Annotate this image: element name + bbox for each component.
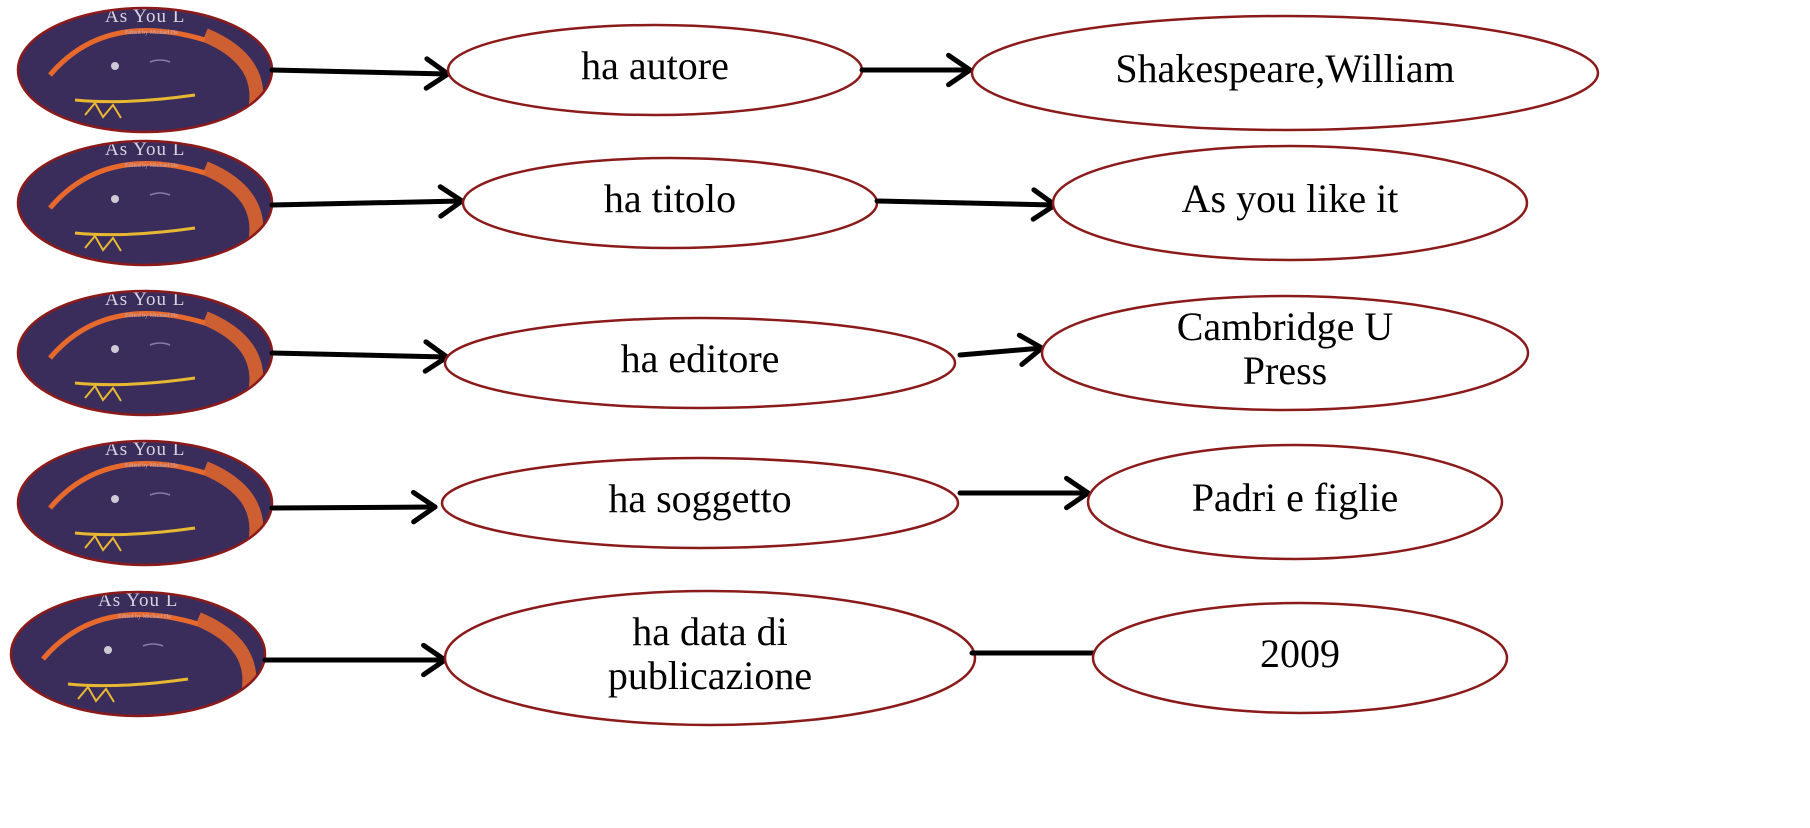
book-cover-image: As You L Edited by Michael Ha xyxy=(16,139,274,267)
cover-subtitle: Edited by Michael Ha xyxy=(125,463,178,469)
predicate-to-object-arrow xyxy=(957,332,1045,367)
cover-subtitle: Edited by Michael Ha xyxy=(125,163,178,169)
book-cover-image: As You L Edited by Michael Ha xyxy=(16,6,274,134)
subject-to-predicate-arrow xyxy=(269,184,465,219)
object-node: As you like it xyxy=(1051,144,1529,262)
predicate-node: ha soggetto xyxy=(440,456,960,550)
predicate-node-label: ha soggetto xyxy=(608,476,791,521)
object-node: 2009 xyxy=(1091,601,1509,715)
subject-to-predicate-arrow xyxy=(269,339,450,374)
predicate-node-label: ha autore xyxy=(581,43,729,88)
predicate-node: ha autore xyxy=(446,23,864,117)
cover-subtitle: Edited by Michael Ha xyxy=(118,614,171,620)
cover-title: As You L xyxy=(105,289,185,310)
cover-subtitle: Edited by Michael Ha xyxy=(125,313,178,319)
subject-to-predicate-arrow xyxy=(262,642,448,678)
predicate-node-label: publicazione xyxy=(608,653,812,698)
object-node: Shakespeare,William xyxy=(970,14,1600,132)
object-node-label: As you like it xyxy=(1182,176,1399,221)
object-node-label: Padri e figlie xyxy=(1192,475,1399,520)
book-cover-image: As You L Edited by Michael Ha xyxy=(9,590,267,718)
predicate-node-label: ha data di xyxy=(632,609,788,654)
object-node-label: Press xyxy=(1243,348,1327,393)
subject-to-predicate-arrow xyxy=(269,56,451,91)
subject-to-predicate-arrow xyxy=(269,489,438,525)
predicate-to-object-arrow xyxy=(859,52,973,88)
cover-title: As You L xyxy=(105,439,185,460)
predicate-node: ha titolo xyxy=(461,156,879,250)
cover-subtitle: Edited by Michael Ha xyxy=(125,30,178,36)
book-cover-image: As You L Edited by Michael Ha xyxy=(16,439,274,567)
object-node-label: 2009 xyxy=(1260,631,1340,676)
cover-title: As You L xyxy=(105,6,185,27)
predicate-to-object-arrow xyxy=(874,187,1058,222)
predicate-node-label: ha editore xyxy=(621,336,780,381)
book-cover-image: As You L Edited by Michael Ha xyxy=(16,289,274,417)
object-node-label: Shakespeare,William xyxy=(1115,46,1454,91)
object-node-label: Cambridge U xyxy=(1177,304,1394,349)
cover-title: As You L xyxy=(98,590,178,611)
cover-title: As You L xyxy=(105,139,185,160)
object-node: Padri e figlie xyxy=(1086,443,1504,561)
predicate-node: ha editore xyxy=(443,316,957,410)
predicate-node-label: ha titolo xyxy=(604,176,736,221)
predicate-to-object-arrow xyxy=(957,475,1091,511)
